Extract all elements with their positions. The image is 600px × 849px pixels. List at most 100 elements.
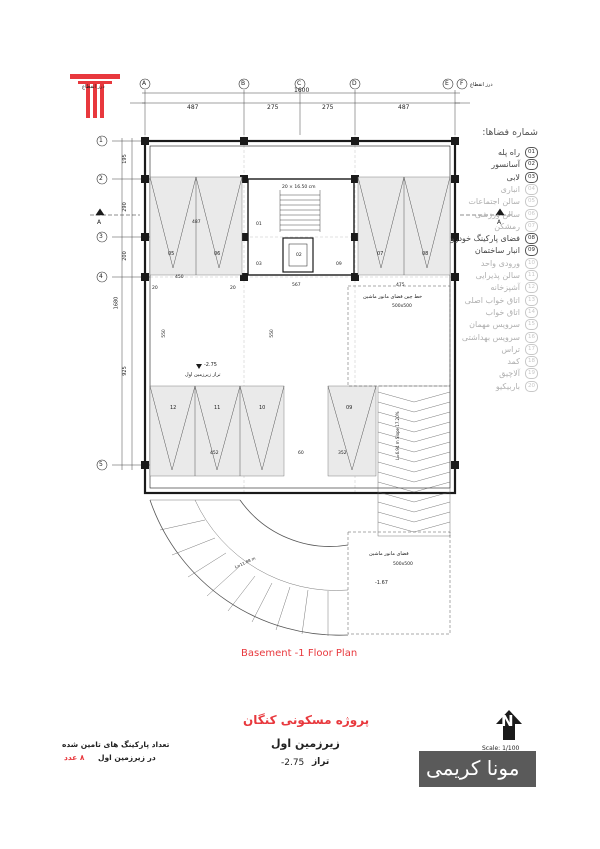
- legend-item-label: سالن اجتماعات: [468, 197, 520, 207]
- legend-item: 11 سالن پذیرایی: [476, 270, 538, 281]
- north-arrow-icon: [496, 710, 522, 740]
- legend-title: شماره فضاها:: [482, 127, 538, 138]
- legend-item-number: 14: [525, 306, 538, 318]
- plan-subtitle: Basement -1 Floor Plan: [241, 648, 358, 659]
- maneuver-size: 500x500: [393, 562, 413, 567]
- inner-dim: 550: [269, 329, 275, 338]
- legend-item: 03 لابی: [506, 171, 538, 183]
- top-dimension-lines: [130, 90, 470, 135]
- legend-item-number: 20: [525, 380, 538, 392]
- legend-item-label: آسانسور: [491, 160, 520, 170]
- legend-item-label: باربیکیو: [495, 381, 520, 391]
- axis-label-a: A: [142, 80, 147, 87]
- legend-item: 05 سالن اجتماعات: [468, 196, 538, 208]
- side-axis-bubbles: [96, 135, 108, 471]
- top-dim-4: 487: [398, 104, 410, 111]
- legend-item-number: 18: [525, 356, 538, 368]
- legend-item-label: اتاق خواب اصلی: [464, 295, 520, 305]
- top-axis-bubbles: [139, 78, 468, 90]
- parking-bays-bottom: [149, 385, 377, 477]
- legend-item-label: ورودی واحد: [480, 258, 520, 268]
- parking-number: 05: [168, 251, 175, 257]
- edge-label-right: درز انقطاع: [470, 82, 493, 88]
- inner-dim: 567: [292, 283, 301, 288]
- axis-label-b: B: [241, 80, 246, 87]
- legend-item-number: 15: [525, 319, 538, 331]
- legend-item-number: 07: [525, 220, 538, 232]
- parking-number: 09: [346, 405, 353, 411]
- legend-item-label: تراس: [501, 344, 520, 354]
- legend-item-number: 06: [525, 208, 538, 220]
- maneuver-size: 500x500: [392, 304, 412, 309]
- scale-label: Scale: 1/100: [482, 745, 520, 752]
- parking-number: 08: [422, 251, 429, 257]
- author-box: [419, 751, 536, 787]
- top-dim-1: 487: [187, 104, 199, 111]
- legend-item-label: سرویس مهمان: [469, 320, 520, 330]
- stair-core: [247, 178, 355, 276]
- section-label-right: A: [497, 219, 502, 226]
- maneuver-title: خط چین فضای مانور ماشین: [363, 294, 423, 300]
- axis-label-1: 1: [99, 137, 103, 144]
- level-label-plan: تراز زیرزمین اول: [185, 372, 221, 378]
- legend-item-number: 03: [525, 171, 538, 183]
- legend-item-number: 05: [525, 196, 538, 208]
- legend-item: 12 آشپزخانه: [490, 282, 538, 294]
- inner-dim: 352: [338, 451, 347, 456]
- level-marker: [196, 364, 202, 369]
- inner-dim: 20: [152, 286, 158, 291]
- project-title: پروژه مسکونی کنگان: [243, 713, 370, 727]
- top-dim-3: 275: [322, 104, 334, 111]
- legend-item-number: 19: [525, 368, 538, 380]
- side-dim-total: 1680: [113, 296, 120, 310]
- legend-item-number: 09: [525, 245, 538, 257]
- author-name: مونا کریمی: [426, 756, 520, 780]
- parking-bays-top: [149, 176, 451, 276]
- ramp-level: -1.67: [375, 580, 388, 586]
- stair-note: 20 × 16.50 cm: [282, 185, 316, 190]
- legend-item: 15 سرویس مهمان: [469, 319, 538, 331]
- parking-number: 07: [377, 251, 384, 257]
- ramp-note: L=6.94 m Slope 17.20%: [395, 411, 400, 460]
- side-dim-2: 290: [121, 202, 128, 212]
- room-number: 09: [336, 262, 342, 267]
- inner-dim: 60: [298, 451, 304, 456]
- parking-note-line2: در زیرزمین اول: [98, 753, 156, 762]
- axis-label-5: 5: [99, 461, 103, 468]
- top-dim-2: 275: [267, 104, 279, 111]
- parking-number: 11: [214, 405, 221, 411]
- axis-label-d: D: [352, 80, 357, 87]
- parking-count: ۸ عدد: [64, 753, 85, 762]
- legend-item: 13 اتاق خواب اصلی: [464, 294, 538, 306]
- legend-item-number: 12: [525, 282, 538, 294]
- level-value: -2.75: [281, 758, 305, 768]
- legend-item-number: 10: [525, 257, 538, 269]
- side-dim-3: 200: [121, 251, 128, 261]
- legend-item-number: 13: [525, 294, 538, 306]
- parking-number: 12: [170, 405, 177, 411]
- inner-dim: 487: [192, 220, 201, 225]
- axis-label-c: C: [297, 80, 302, 87]
- legend-item-label: لابی: [506, 172, 520, 182]
- legend-item: 10 ورودی واحد: [480, 257, 538, 269]
- legend-item-label: انباری: [500, 184, 520, 194]
- room-number: 01: [256, 222, 262, 227]
- axis-label-4: 4: [99, 273, 103, 280]
- company-logo: [70, 74, 120, 118]
- side-dim-1: 195: [121, 154, 128, 164]
- legend-item-label: آشپزخانه: [490, 283, 520, 293]
- legend-item-number: 11: [525, 270, 538, 281]
- total-width-dim: 1600: [294, 87, 310, 94]
- inner-dim: 475: [396, 283, 405, 288]
- legend-item-label: آلاچیق: [499, 369, 520, 379]
- room-number: 02: [296, 253, 302, 258]
- axis-label-f: F: [460, 80, 464, 87]
- legend-item-label: سالن پذیرایی: [475, 271, 520, 280]
